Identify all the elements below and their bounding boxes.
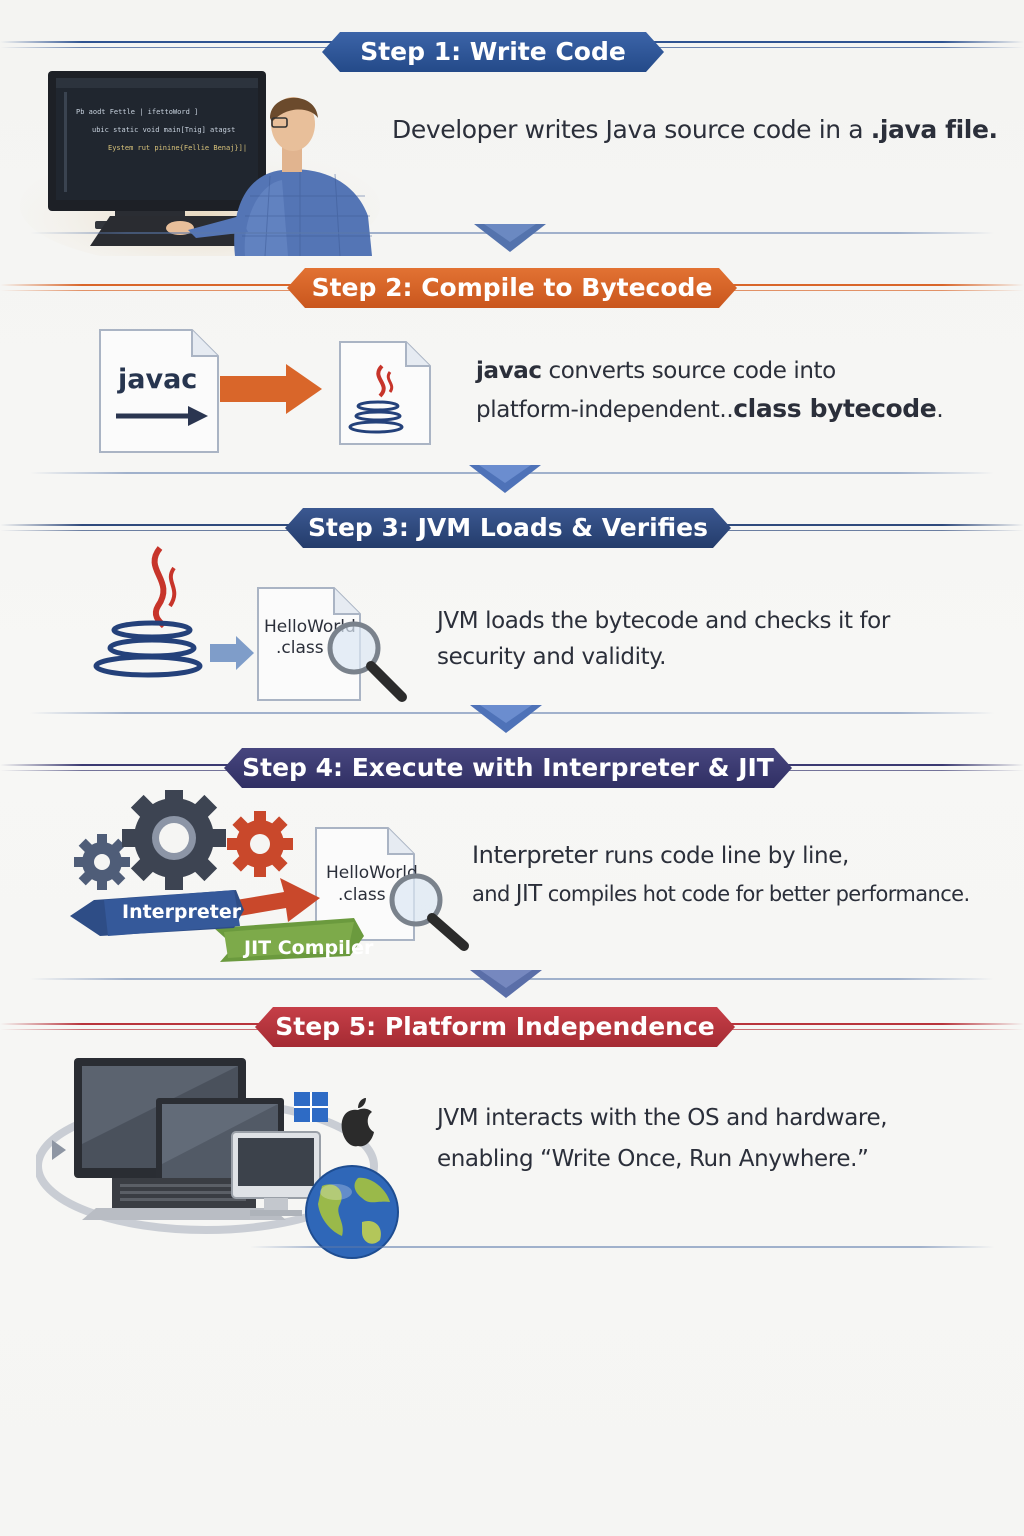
step-3-line-2: security and validity. bbox=[437, 644, 667, 670]
step-4-line-2-pre: and bbox=[472, 882, 516, 906]
down-arrow-icon bbox=[474, 224, 546, 252]
step-4-line-1-text: runs code line by line, bbox=[597, 843, 849, 869]
code-line-3: Eystem rut pinine{Fellie Benaj}]| bbox=[108, 144, 247, 152]
down-arrow-icon bbox=[469, 465, 541, 493]
step-2-line-2-pre: platform-independent.. bbox=[476, 397, 734, 423]
step-2-line-2: platform-independent..class bytecode. bbox=[476, 390, 944, 429]
small-gear-icon bbox=[74, 834, 130, 890]
step-3-description: JVM loads the bytecode and checks it for… bbox=[437, 602, 890, 676]
globe-icon bbox=[305, 1165, 399, 1259]
step-1-banner: Step 1: Write Code bbox=[322, 32, 664, 72]
interpreter-ribbon-label: Interpreter bbox=[122, 901, 242, 923]
file-name-label: HelloWorld bbox=[326, 863, 418, 883]
step-1-text: Developer writes Java source code in a bbox=[392, 115, 871, 144]
jit-compiler-ribbon-label: JIT Compiler bbox=[242, 937, 374, 959]
step-2-line-2-end: . bbox=[936, 397, 944, 423]
down-arrow-icon bbox=[470, 970, 542, 998]
step-5-divider bbox=[250, 1246, 994, 1248]
step-2-banner: Step 2: Compile to Bytecode bbox=[287, 268, 737, 308]
step-4-banner: Step 4: Execute with Interpreter & JIT bbox=[224, 748, 792, 788]
step-4-description: Interpreter runs code line by line, and … bbox=[472, 836, 970, 913]
step-5-description: JVM interacts with the OS and hardware, … bbox=[437, 1099, 888, 1178]
platform-devices-illustration bbox=[36, 1058, 399, 1259]
step-2-line-1: javac converts source code into bbox=[476, 352, 943, 390]
step-1-description: Developer writes Java source code in a .… bbox=[392, 111, 998, 149]
javac-term: javac bbox=[476, 358, 542, 384]
file-name-label: HelloWorld bbox=[264, 617, 356, 637]
class-bytecode-term: class bytecode bbox=[733, 394, 937, 423]
step-5-line-2: enabling “Write Once, Run Anywhere.” bbox=[437, 1146, 869, 1172]
apple-logo-icon bbox=[341, 1098, 374, 1147]
step-1-text-bold: .java file. bbox=[870, 115, 998, 144]
step-3-banner: Step 3: JVM Loads & Verifies bbox=[285, 508, 731, 548]
step-4-line-1: Interpreter runs code line by line, bbox=[472, 836, 970, 875]
file-ext-label: .class bbox=[276, 638, 324, 658]
down-arrow-icon bbox=[470, 705, 542, 733]
large-gear-icon bbox=[122, 790, 226, 890]
jit-term: JIT bbox=[515, 881, 542, 907]
step-5-banner: Step 5: Platform Independence bbox=[255, 1007, 735, 1047]
step-2-description: javac converts source code into platform… bbox=[476, 352, 944, 429]
step-2-line-1-text: converts source code into bbox=[541, 358, 836, 384]
step-4-line-2: and JIT compiles hot code for better per… bbox=[472, 875, 970, 913]
step-5-line-1: JVM interacts with the OS and hardware, bbox=[437, 1105, 888, 1131]
step-4-line-2-text: compiles hot code for better performance… bbox=[541, 882, 970, 906]
step-3-line-1: JVM loads the bytecode and checks it for bbox=[437, 608, 890, 634]
orange-gear-icon bbox=[227, 811, 293, 877]
interpreter-term: Interpreter bbox=[472, 841, 598, 869]
javac-label: javac bbox=[117, 364, 197, 395]
developer-at-computer-illustration: Pb aodt Fettle | ifettoWord ] ubic stati… bbox=[20, 71, 380, 256]
jvm-verify-illustration: HelloWorld .class bbox=[93, 546, 407, 702]
javac-compile-illustration: javac bbox=[99, 329, 431, 453]
interpreter-jit-illustration: HelloWorld .class JIT Compiler Interpret… bbox=[70, 790, 469, 962]
code-line-1: Pb aodt Fettle | ifettoWord ] bbox=[76, 108, 198, 116]
code-line-2: ubic static void main[Tnig] atagst bbox=[92, 126, 235, 134]
file-ext-label: .class bbox=[338, 885, 386, 905]
